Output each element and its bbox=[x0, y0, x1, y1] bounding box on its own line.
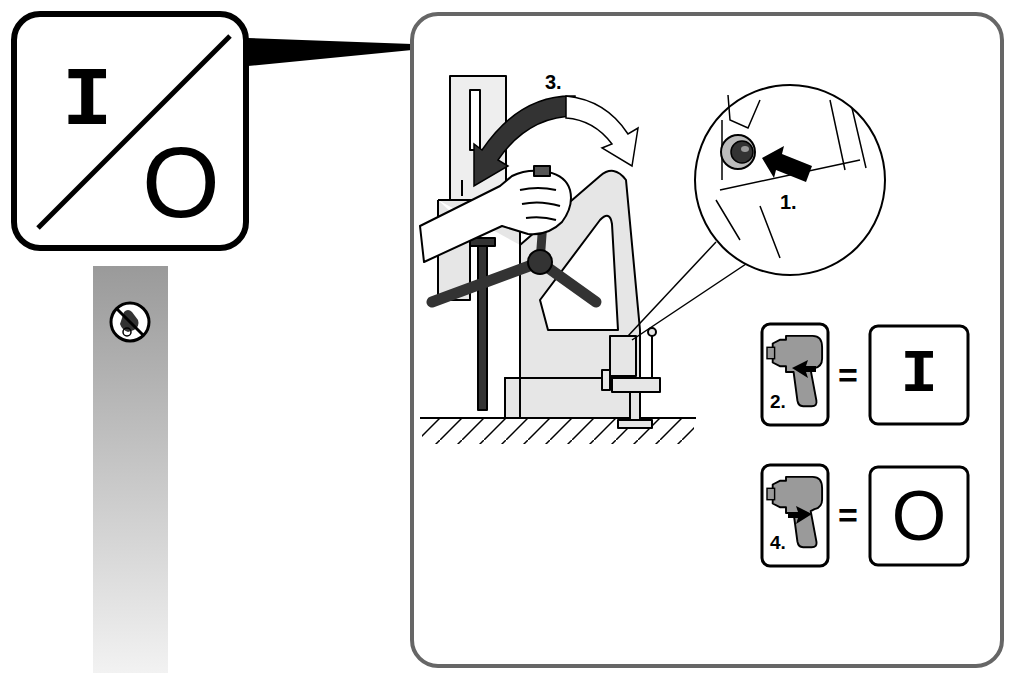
release-arrow bbox=[788, 506, 812, 524]
drill-icon-box: 2. bbox=[762, 324, 828, 425]
zoom-detail bbox=[716, 95, 866, 258]
callout-pointer bbox=[248, 38, 412, 66]
callout-number: 3. bbox=[545, 72, 562, 92]
on-symbol-box: I bbox=[870, 326, 968, 424]
switch-symbol: I bbox=[900, 344, 937, 406]
callout-number: 1. bbox=[780, 192, 797, 212]
floor-hatch bbox=[422, 418, 694, 444]
drill-icon-box: 4. bbox=[762, 465, 828, 566]
on-box bbox=[870, 326, 968, 424]
no-touch-icon bbox=[111, 303, 149, 341]
switch-symbol: O bbox=[892, 481, 946, 551]
zoom-leader bbox=[632, 264, 746, 340]
switch-symbol: I bbox=[62, 60, 112, 144]
rotate-arrow-dark bbox=[474, 96, 576, 186]
drill-icon-box bbox=[762, 465, 828, 566]
switch-symbol: O bbox=[142, 132, 220, 232]
off-symbol-box: O bbox=[870, 467, 968, 565]
grey-band bbox=[93, 266, 168, 673]
symbol-box-outline bbox=[14, 14, 246, 248]
push-arrow bbox=[762, 146, 812, 182]
symbol-box: IO bbox=[14, 14, 246, 248]
press-arrow bbox=[792, 360, 816, 378]
off-box bbox=[870, 467, 968, 565]
hand bbox=[420, 166, 571, 262]
callout-number: 2. bbox=[770, 392, 786, 411]
rotate-arrow-light bbox=[566, 96, 638, 166]
drill-icon-box bbox=[762, 324, 828, 425]
zoom-circle bbox=[695, 85, 885, 275]
panel bbox=[412, 14, 1002, 666]
callout-number: 4. bbox=[770, 533, 786, 552]
zoom-leader bbox=[628, 242, 716, 336]
equals-sign: = bbox=[838, 358, 858, 392]
push-button bbox=[721, 135, 755, 169]
equals-sign: = bbox=[838, 498, 858, 532]
drill-stand bbox=[438, 76, 660, 428]
